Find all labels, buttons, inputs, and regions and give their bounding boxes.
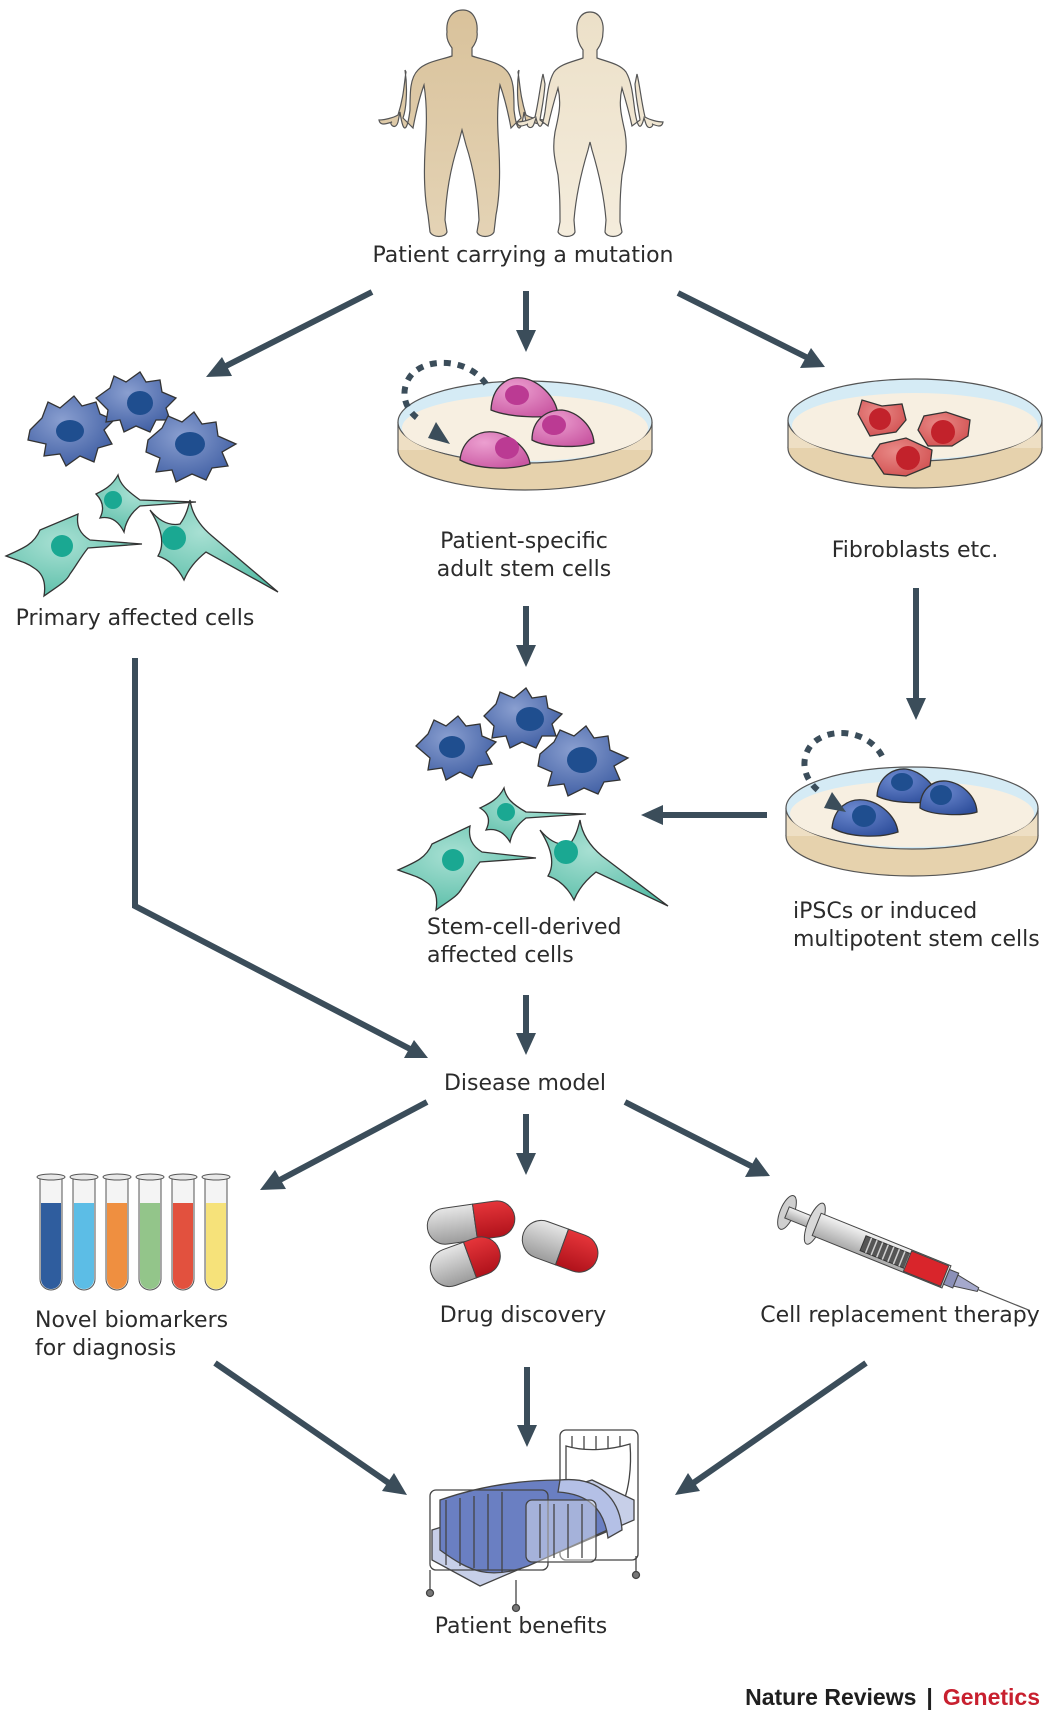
- female-figure-icon: [516, 11, 664, 238]
- teal-cell-icon: [539, 819, 669, 907]
- capsule-icon: [521, 1219, 599, 1273]
- arrow-derived-to-disease-model: [516, 995, 536, 1055]
- disease-model-label: Disease model: [444, 1071, 606, 1096]
- arrow-biomarkers-to-benefits: [213, 1360, 407, 1495]
- cell-therapy-label: Cell replacement therapy: [760, 1303, 1040, 1328]
- tube-liquid: [206, 1203, 226, 1289]
- tube-liquid: [140, 1203, 160, 1289]
- self-renewal-loop-icon: [801, 729, 885, 812]
- patient-label: Patient carrying a mutation: [372, 243, 673, 268]
- arrow-disease-model-to-cell-therapy: [623, 1099, 770, 1177]
- biomarkers-label-line1: Novel biomarkers: [35, 1308, 228, 1333]
- fibroblasts-label: Fibroblasts etc.: [832, 538, 999, 563]
- journal-name: Nature Reviews: [745, 1684, 916, 1710]
- teal-cell-icon: [396, 824, 537, 912]
- arrow-fibroblasts-to-ipscs: [906, 588, 926, 720]
- arrow-patient-to-adult-stem: [516, 291, 536, 352]
- pink-cell-icon: [490, 377, 559, 418]
- adult-stem-cell-dish-icon: [397, 359, 653, 491]
- ipsc-cell-icon: [919, 780, 978, 816]
- syringe-icon: [777, 1195, 1031, 1312]
- adult-stem-cells-label-line1: Patient-specific: [440, 529, 608, 554]
- journal-section: Genetics: [943, 1684, 1040, 1710]
- blue-cell-icon: [145, 411, 238, 483]
- capsule-icon: [429, 1236, 501, 1288]
- stem-cell-derived-cells-icon: [396, 687, 669, 912]
- blue-cell-icon: [27, 395, 116, 467]
- ipsc-cell-icon: [831, 799, 899, 837]
- blue-cell-icon: [415, 715, 498, 781]
- drug-discovery-label: Drug discovery: [440, 1303, 607, 1328]
- arrow-cell-therapy-to-benefits: [675, 1360, 868, 1495]
- teal-cell-icon: [94, 473, 197, 535]
- tube-liquid: [41, 1203, 61, 1289]
- test-tube-icon: [36, 1173, 66, 1291]
- arrow-patient-to-fibroblasts: [676, 290, 825, 368]
- stem-cell-derived-label-line1: Stem-cell-derived: [427, 915, 621, 940]
- svg-text:Nature Reviews | G: Nature Reviews | Genetics: [745, 1684, 1040, 1710]
- source-credit: Nature Reviews | Genetics: [745, 1684, 1040, 1710]
- teal-cell-icon: [4, 512, 143, 598]
- hospital-bed-icon: [425, 1429, 641, 1613]
- credit-separator: |: [926, 1684, 932, 1710]
- arrow-primary-to-disease-model: [132, 658, 428, 1058]
- arrow-disease-model-to-drugs: [516, 1114, 536, 1175]
- pink-cell-icon: [459, 431, 531, 469]
- test-tube-icon: [135, 1173, 165, 1291]
- arrow-adult-stem-to-derived: [516, 606, 536, 667]
- tube-liquid: [74, 1203, 94, 1289]
- red-cell-icon: [871, 437, 933, 477]
- primary-affected-cells-icon: [4, 371, 279, 598]
- tube-liquid: [173, 1203, 193, 1289]
- arrow-ipscs-to-derived: [641, 805, 767, 825]
- fibroblast-dish-icon: [787, 378, 1043, 489]
- teal-cell-icon: [149, 499, 279, 593]
- pills-icon: [426, 1200, 599, 1288]
- tube-liquid: [107, 1203, 127, 1289]
- adult-stem-cells-label-line2: adult stem cells: [437, 557, 612, 582]
- red-cell-icon: [917, 411, 971, 447]
- pink-cell-icon: [531, 409, 595, 448]
- capsule-icon: [426, 1200, 516, 1245]
- test-tube-icon: [168, 1173, 198, 1291]
- blue-cell-icon: [483, 687, 564, 749]
- red-cell-icon: [857, 399, 907, 437]
- arrow-drugs-to-benefits: [517, 1367, 537, 1447]
- biomarkers-label-line2: for diagnosis: [35, 1336, 176, 1361]
- stem-cell-derived-label-line2: affected cells: [427, 943, 574, 968]
- self-renewal-loop-icon: [401, 359, 489, 444]
- patient-benefits-label: Patient benefits: [435, 1614, 608, 1639]
- ipscs-label-line2: multipotent stem cells: [793, 927, 1040, 952]
- primary-cells-label: Primary affected cells: [16, 606, 255, 631]
- test-tube-icon: [201, 1173, 231, 1291]
- arrow-patient-to-primary: [206, 289, 374, 377]
- blue-cell-icon: [94, 371, 178, 433]
- test-tube-icon: [69, 1173, 99, 1291]
- teal-cell-icon: [478, 786, 587, 844]
- test-tube-icon: [102, 1173, 132, 1291]
- ipscs-label-line1: iPSCs or induced: [793, 899, 977, 924]
- ipsc-dish-icon: [785, 729, 1039, 877]
- test-tubes-icon: [36, 1173, 231, 1291]
- arrow-disease-model-to-biomarkers: [260, 1099, 429, 1190]
- blue-cell-icon: [537, 725, 630, 797]
- patient-figures: [378, 9, 664, 238]
